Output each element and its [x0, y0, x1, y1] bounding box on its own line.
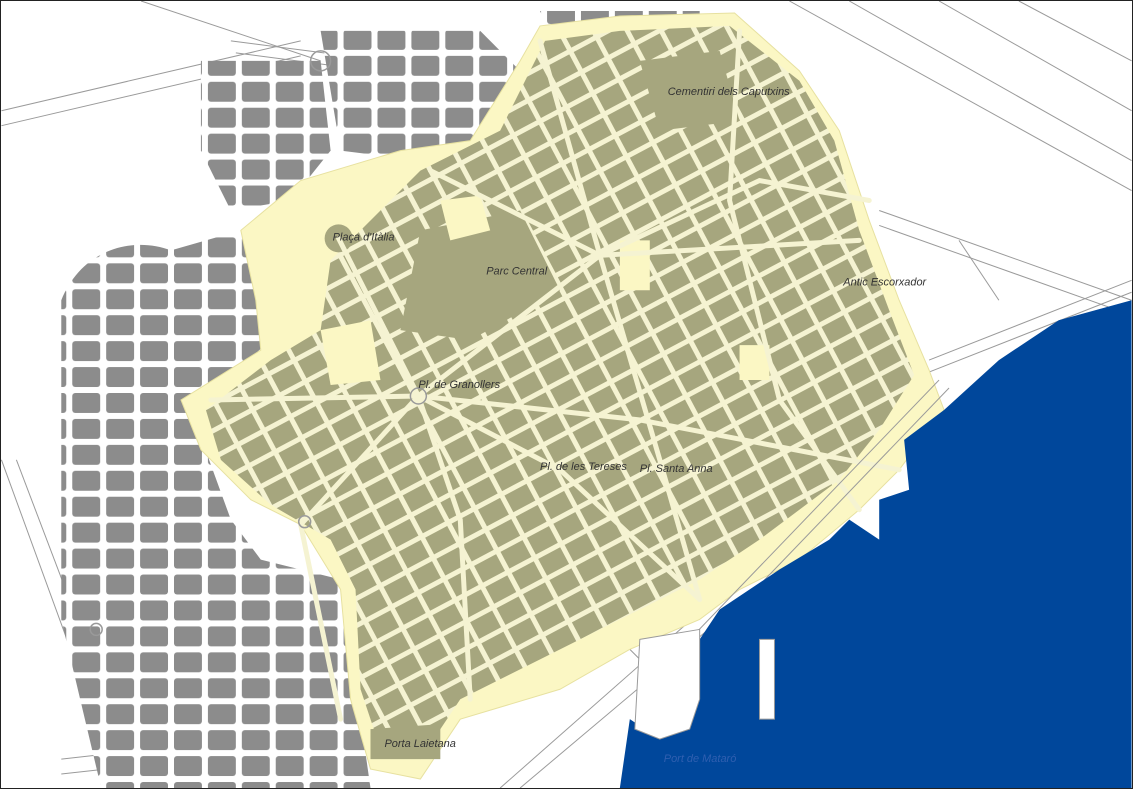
label-pl-granollers: Pl. de Granollers	[418, 379, 500, 391]
label-placa-italia: Plaça d'Itàlia	[333, 231, 395, 243]
main-avenues	[208, 28, 902, 722]
zone-blocks	[205, 25, 915, 760]
parks	[324, 50, 740, 760]
plazas	[320, 195, 770, 386]
label-cementiri: Cementiri dels Caputxins	[668, 86, 790, 98]
label-porta-laietana: Porta Laietana	[384, 738, 455, 750]
label-pl-santa-anna: Pl. Santa Anna	[640, 463, 713, 475]
label-antic-escorxador: Antic Escorxador	[842, 276, 927, 288]
roundabouts	[89, 50, 428, 637]
label-parc-central: Parc Central	[486, 265, 548, 277]
harbour-piers	[634, 628, 775, 740]
label-pl-tereses: Pl. de les Tereses	[540, 461, 627, 473]
label-port-mataro: Port de Mataró	[664, 753, 737, 765]
sea	[619, 300, 1132, 788]
